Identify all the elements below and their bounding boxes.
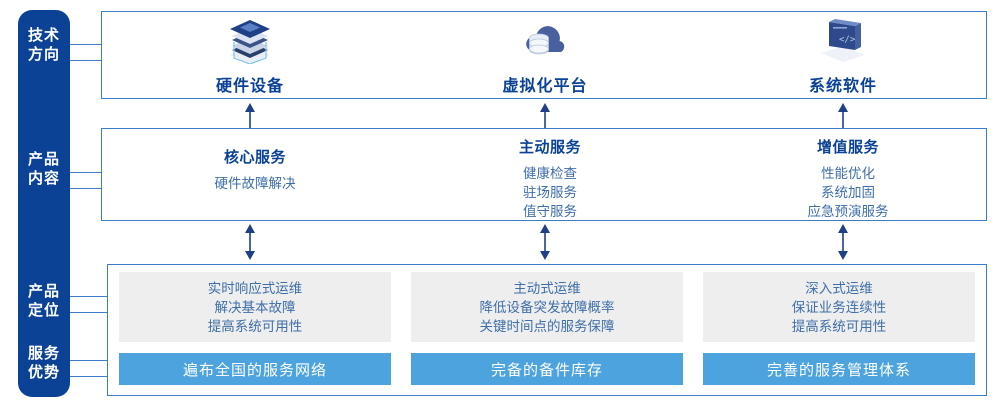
arrow-up-down-icon: [245, 224, 255, 260]
advantage-bar-label: 完善的服务管理体系: [766, 361, 911, 379]
connector-line: [70, 172, 102, 173]
tech-item-label: 系统软件: [808, 78, 877, 95]
content-column-item: 值守服务: [523, 204, 577, 219]
advantage-bar[interactable]: 完备的备件库存: [411, 353, 683, 385]
rail-label-line: 方向: [27, 46, 60, 63]
positioning-line: 降低设备突发故障概率: [479, 299, 615, 315]
content-column-title: 核心服务: [223, 149, 286, 166]
advantage-bar[interactable]: 完善的服务管理体系: [703, 353, 975, 385]
connector-line: [70, 376, 108, 377]
left-rail: [18, 10, 70, 397]
content-column-title: 增值服务: [816, 139, 879, 156]
positioning-line: 关键时间点的服务保障: [479, 318, 615, 334]
arrow-up-icon: [245, 103, 255, 129]
rail-group-tech-direction: 技术 方向: [18, 26, 70, 64]
content-column-value-added-service[interactable]: 增值服务 性能优化 系统加固 应急预演服务: [773, 136, 923, 221]
panel-product-content: [101, 128, 987, 221]
tech-item-hardware[interactable]: 硬件设备: [180, 16, 320, 96]
content-column-item: 硬件故障解决: [214, 176, 296, 191]
content-column-item: 应急预演服务: [807, 204, 889, 219]
content-column-core-service[interactable]: 核心服务 硬件故障解决: [180, 146, 330, 193]
rail-label-line: 产品: [27, 283, 60, 300]
arrow-up-down-icon: [838, 224, 848, 260]
laptop-code-icon: </>: [821, 19, 865, 62]
content-column-item: 驻场服务: [523, 185, 577, 200]
positioning-line: 解决基本故障: [214, 299, 296, 315]
rail-label-line: 产品: [27, 151, 60, 168]
content-column-item: 健康检查: [523, 166, 577, 181]
positioning-line: 实时响应式运维: [207, 280, 303, 296]
rail-group-product-positioning: 产品 定位: [18, 282, 70, 320]
advantage-bar-label: 遍布全国的服务网络: [182, 361, 327, 379]
connector-line: [70, 360, 108, 361]
positioning-line: 保证业务连续性: [791, 299, 887, 315]
advantage-bar[interactable]: 遍布全国的服务网络: [119, 353, 391, 385]
positioning-card[interactable]: 主动式运维 降低设备突发故障概率 关键时间点的服务保障: [411, 272, 683, 342]
positioning-line: 主动式运维: [513, 280, 581, 296]
connector-line: [70, 188, 102, 189]
positioning-card[interactable]: 实时响应式运维 解决基本故障 提高系统可用性: [119, 272, 391, 342]
content-column-title: 主动服务: [518, 139, 581, 156]
positioning-line: 提高系统可用性: [207, 318, 303, 334]
tech-item-label: 虚拟化平台: [502, 78, 588, 95]
rail-label-line: 技术: [27, 27, 60, 44]
connector-line: [70, 312, 108, 313]
rail-label-line: 定位: [27, 302, 60, 319]
connector-line: [70, 60, 102, 61]
positioning-line: 深入式运维: [805, 280, 873, 296]
tech-item-virtualization[interactable]: 虚拟化平台: [475, 16, 615, 96]
arrow-up-icon: [838, 103, 848, 129]
rail-label-line: 服务: [27, 345, 60, 362]
positioning-line: 提高系统可用性: [791, 318, 887, 334]
connector-line: [70, 44, 102, 45]
arrow-up-icon: [540, 103, 550, 129]
server-stack-icon: [230, 20, 270, 64]
tech-item-system-software[interactable]: </> 系统软件: [773, 16, 913, 96]
rail-label-line: 内容: [27, 170, 60, 187]
content-column-item: 系统加固: [821, 185, 875, 200]
arrow-up-down-icon: [540, 224, 550, 260]
rail-group-service-advantage: 服务 优势: [18, 344, 70, 382]
rail-group-product-content: 产品 内容: [18, 150, 70, 188]
tech-item-label: 硬件设备: [215, 78, 284, 95]
connector-line: [70, 296, 108, 297]
rail-label-line: 优势: [27, 364, 60, 381]
content-column-item: 性能优化: [821, 166, 875, 181]
content-column-proactive-service[interactable]: 主动服务 健康检查 驻场服务 值守服务: [475, 136, 625, 221]
advantage-bar-label: 完备的备件库存: [490, 361, 603, 379]
positioning-card[interactable]: 深入式运维 保证业务连续性 提高系统可用性: [703, 272, 975, 342]
cloud-database-icon: [526, 26, 565, 55]
svg-text:</>: </>: [839, 35, 856, 45]
